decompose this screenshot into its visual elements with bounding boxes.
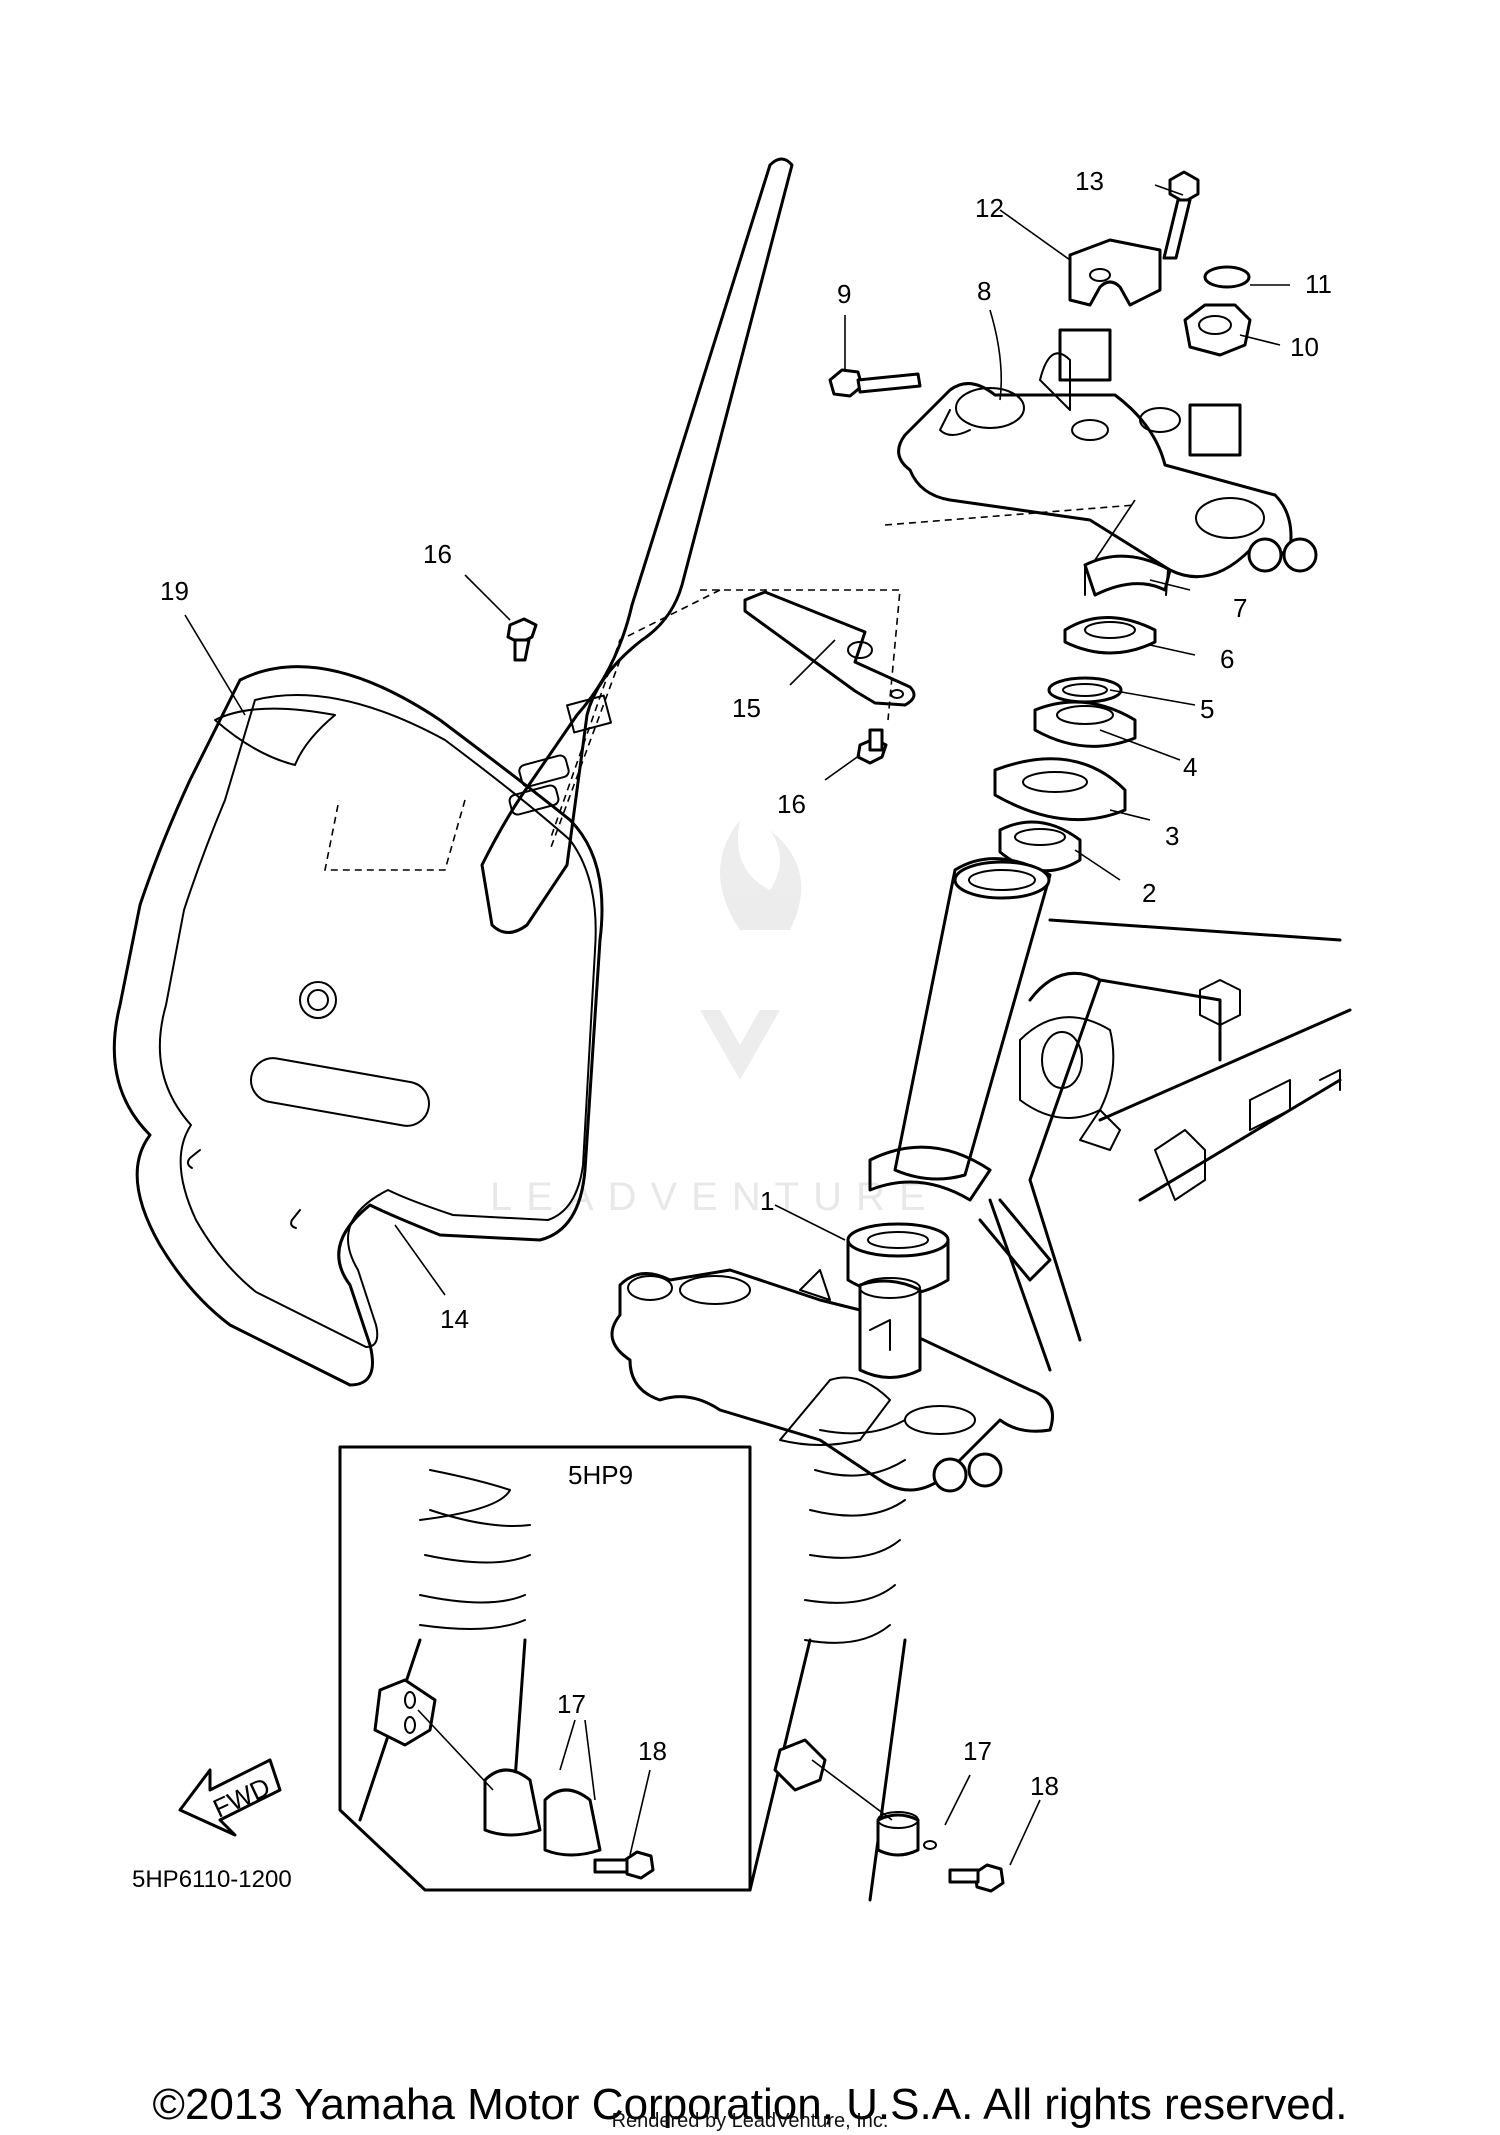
stem-hardware-stack xyxy=(993,499,1172,873)
callout-8: 8 xyxy=(977,276,991,306)
number-plate-assembly xyxy=(112,157,794,1387)
inset-5hp9 xyxy=(338,1445,752,1892)
callout-2: 2 xyxy=(1142,878,1156,908)
bearing-1 xyxy=(846,1222,950,1297)
upper-bracket xyxy=(897,328,1318,579)
callout-11: 11 xyxy=(1305,269,1332,299)
fwd-label: FWD xyxy=(208,1771,274,1823)
callout-12: 12 xyxy=(975,193,1004,223)
leadventure-watermark: LEADVENTURE xyxy=(490,820,940,1219)
callout-4: 4 xyxy=(1183,752,1197,782)
upper-holder xyxy=(1068,238,1162,307)
callout-16-upper: 16 xyxy=(423,539,452,569)
callout-14: 14 xyxy=(440,1304,469,1334)
callout-10: 10 xyxy=(1290,332,1319,362)
callout-16-lower: 16 xyxy=(777,789,806,819)
bolt-9 xyxy=(828,368,922,398)
callout-15: 15 xyxy=(732,693,761,723)
frame-head-pipe xyxy=(868,857,1352,1372)
part-code: 5HP6110-1200 xyxy=(132,1866,292,1893)
stay-bracket-15 xyxy=(506,504,1136,851)
right-fork-tube xyxy=(748,1376,1005,1902)
callout-5: 5 xyxy=(1200,694,1214,724)
callout-17-inset: 17 xyxy=(557,1689,586,1719)
callout-19: 19 xyxy=(160,576,189,606)
callout-18-right: 18 xyxy=(1030,1771,1059,1801)
callout-6: 6 xyxy=(1220,644,1234,674)
callout-1: 1 xyxy=(760,1186,774,1216)
leader-lines xyxy=(184,184,1290,1866)
callout-3: 3 xyxy=(1165,821,1179,851)
fwd-arrow-icon: FWD xyxy=(178,1758,282,1837)
watermark-text: LEADVENTURE xyxy=(490,1175,940,1219)
callout-18-inset: 18 xyxy=(638,1736,667,1766)
inset-model-label: 5HP9 xyxy=(568,1460,634,1490)
callout-13: 13 xyxy=(1075,166,1104,196)
callout-9: 9 xyxy=(837,279,851,309)
cap-nut xyxy=(1183,265,1252,357)
copyright-notice: ©2013 Yamaha Motor Corporation, U.S.A. A… xyxy=(152,2080,1348,2129)
callout-17-right: 17 xyxy=(963,1736,992,1766)
bolt-13 xyxy=(1162,170,1200,260)
callout-labels: 1 2 3 4 5 6 7 8 9 10 11 12 13 14 15 16 1… xyxy=(160,166,1332,1801)
under-bracket xyxy=(610,1268,1054,1493)
rendered-by-notice: Rendered by LeadVenture, Inc. xyxy=(611,2110,889,2132)
callout-7: 7 xyxy=(1233,593,1247,623)
